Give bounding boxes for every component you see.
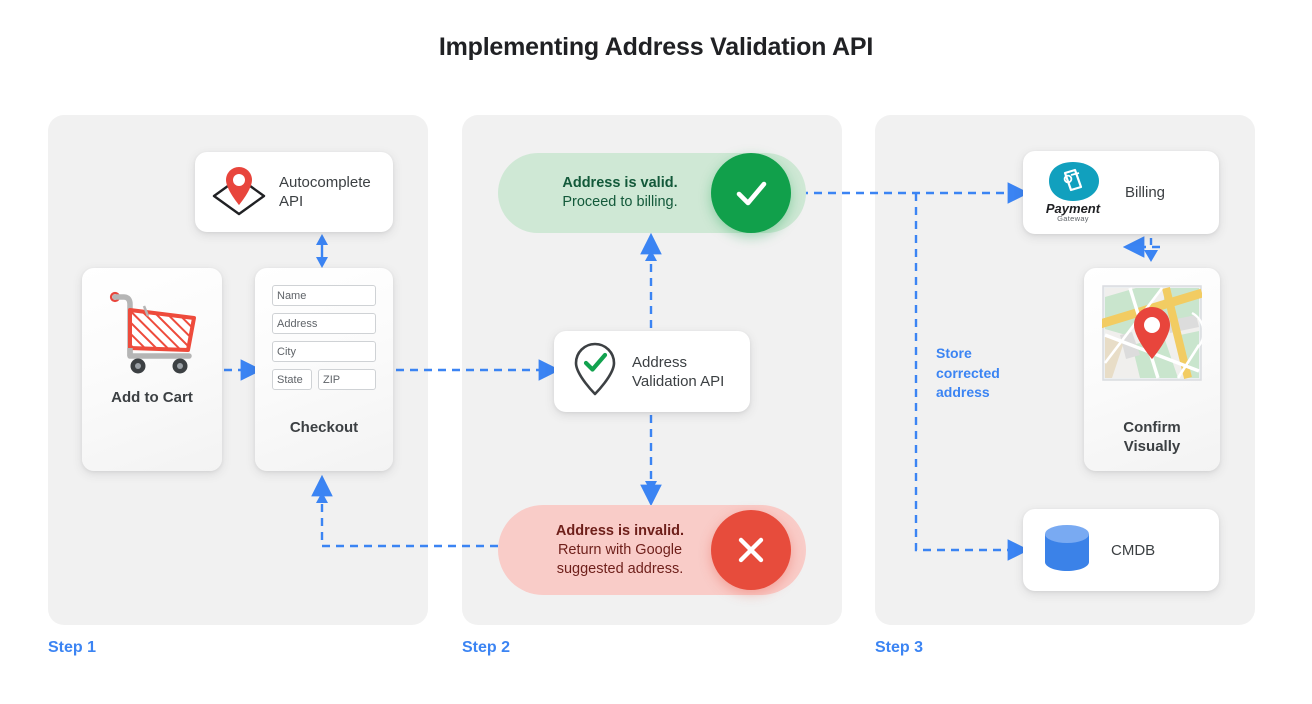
step-2-label: Step 2 [462,639,511,656]
check-icon [711,153,791,233]
database-icon [1041,521,1093,580]
confirm-visually-card[interactable]: Confirm Visually [1084,268,1220,471]
zip-field[interactable]: ZIP [318,369,376,390]
map-thumbnail-icon [1084,285,1220,381]
name-field[interactable]: Name [272,285,376,306]
checkout-form: Name Address City State ZIP [272,285,376,390]
address-invalid-text: Address is invalid. Return with Google s… [498,522,746,579]
address-invalid-detail-2: suggested address. [556,560,684,577]
billing-label: Billing [1125,184,1166,201]
step-1-label: Step 1 [48,639,97,656]
payment-gateway-word2: Gateway [1057,214,1089,223]
address-field[interactable]: Address [272,313,376,334]
payment-gateway-logo: Payment Gateway [1035,157,1111,228]
cmdb-card[interactable]: CMDB [1023,509,1219,591]
payment-gateway-word1: Payment [1046,201,1101,216]
add-to-cart-label: Add to Cart [111,389,193,406]
shopping-cart-icon [82,286,222,378]
billing-card[interactable]: Payment Gateway Billing [1023,151,1219,234]
store-corrected-address-label: Store corrected address [936,345,1000,400]
state-field[interactable]: State [272,369,312,390]
checkout-label: Checkout [289,419,359,436]
pin-check-icon [570,340,620,403]
address-valid-text: Address is valid. Proceed to billing. [498,174,746,212]
page-title: Implementing Address Validation API [438,33,874,61]
map-pin-envelope-icon [209,161,269,224]
address-invalid-detail-1: Return with Google [557,541,683,558]
confirm-visually-label: Confirm Visually [1123,419,1181,455]
address-validation-api-label: Address Validation API [632,353,725,390]
city-field[interactable]: City [272,341,376,362]
address-invalid-headline: Address is invalid. [555,522,685,539]
close-icon [711,510,791,590]
add-to-cart-card[interactable]: Add to Cart [82,268,222,471]
autocomplete-api-label: Autocomplete API [279,174,371,210]
address-validation-api-card[interactable]: Address Validation API [554,331,750,412]
checkout-card[interactable]: Name Address City State ZIP Checkout [255,268,393,471]
cmdb-label: CMDB [1111,541,1156,559]
autocomplete-api-card[interactable]: Autocomplete API [195,152,393,232]
step-3-label: Step 3 [875,639,924,656]
address-valid-headline: Address is valid. [562,175,678,191]
address-valid-detail: Proceed to billing. [562,194,678,210]
